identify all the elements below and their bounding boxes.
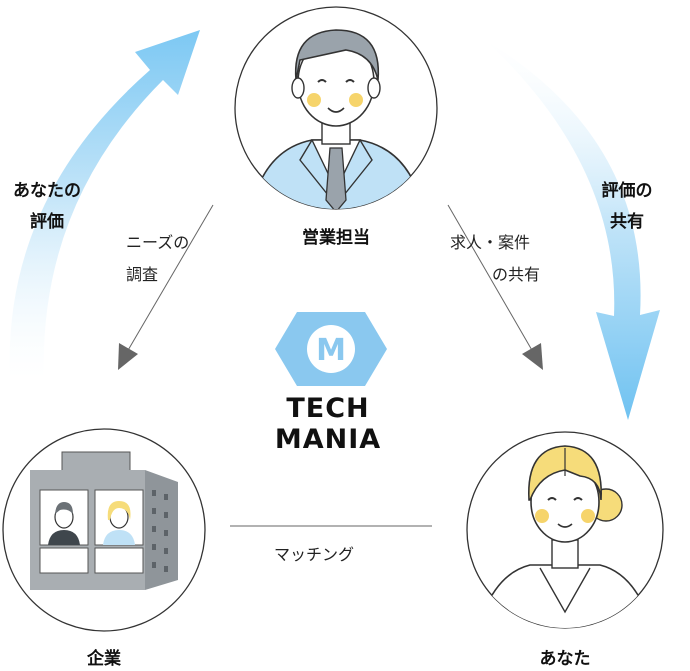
matching-label: マッチング [274,545,355,564]
needs-survey-arrow [118,204,214,370]
company-label: 企業 [87,649,121,669]
you-illustration [466,431,664,629]
needs-survey-label-line1: ニーズの [126,233,190,252]
you-label: あなた [539,649,591,669]
tech-mania-logo [275,312,387,386]
sales-rep-label: 営業担当 [302,228,370,248]
logo-letter: M [316,333,346,368]
logo-text-tech: TECH [286,393,370,424]
right-arrow-label-line1: 評価の [601,181,653,201]
company-illustration [2,428,206,632]
jobs-share-label-line2: の共有 [492,265,541,284]
left-arrow-label-line1: あなたの [13,181,81,201]
jobs-share-label-line1: 求人・案件 [450,233,531,252]
sales-rep-illustration [234,6,438,210]
right-arrow-label-line2: 共有 [610,212,644,232]
right-curved-arrow [485,40,660,420]
left-arrow-label-line2: 評価 [30,212,64,232]
jobs-share-arrow [447,204,543,370]
left-curved-arrow [9,30,201,380]
needs-survey-label-line2: 調査 [126,265,159,284]
logo-text-mania: MANIA [274,424,382,455]
